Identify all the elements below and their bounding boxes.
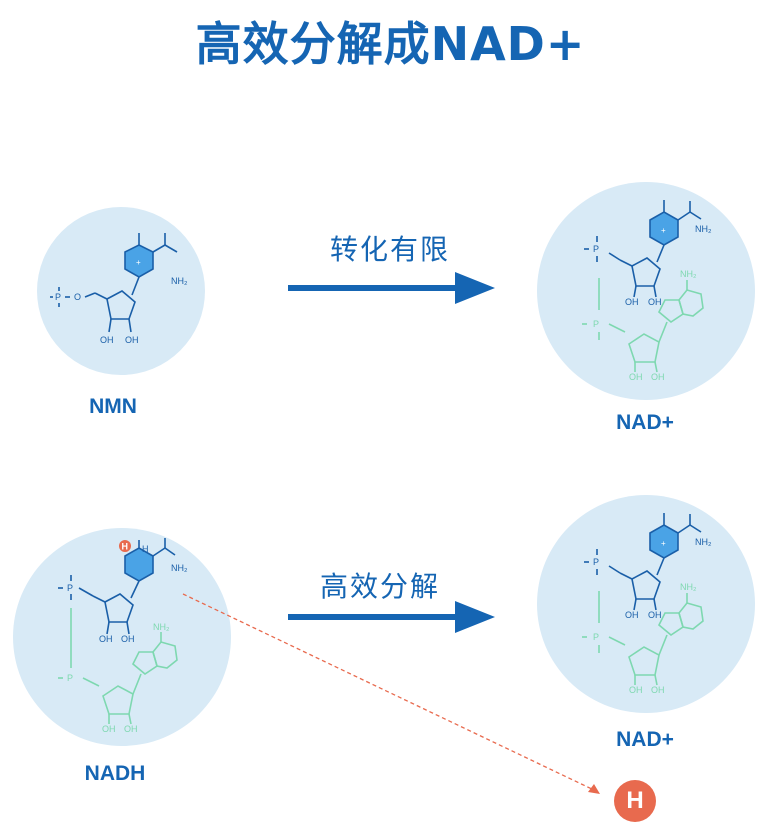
svg-text:P: P xyxy=(67,673,73,683)
svg-text:OH: OH xyxy=(102,724,116,734)
svg-text:OH: OH xyxy=(99,634,113,644)
svg-text:P: P xyxy=(593,557,599,567)
svg-text:P: P xyxy=(593,244,599,254)
svg-text:OH: OH xyxy=(121,634,135,644)
svg-text:P: P xyxy=(593,319,599,329)
top-arrow-label: 转化有限 xyxy=(329,233,450,266)
nmn-plus-label: + xyxy=(136,258,141,267)
svg-text:OH: OH xyxy=(651,685,665,695)
nmn-oh2-label: OH xyxy=(125,335,139,345)
svg-text:OH: OH xyxy=(124,724,138,734)
svg-text:O: O xyxy=(74,292,81,302)
nadh-nh2: NH₂ xyxy=(171,563,188,573)
nadh-name: NADH xyxy=(84,762,146,785)
nmn-structure: + NH₂ OH OH O P xyxy=(50,233,188,345)
hydrogen-circle: H xyxy=(614,780,656,822)
svg-text:P: P xyxy=(67,583,73,593)
nad-bottom-nh2-adenine: NH₂ xyxy=(680,582,697,592)
nad-top-nh2-adenine: NH₂ xyxy=(680,269,697,279)
nmn-nh2-label: NH₂ xyxy=(171,276,188,286)
svg-text:OH: OH xyxy=(648,610,662,620)
svg-text:P: P xyxy=(593,632,599,642)
bottom-arrow xyxy=(288,601,495,633)
nadh-nh2-adenine: NH₂ xyxy=(153,622,170,632)
nadh-h-label: H xyxy=(142,544,149,554)
nad-bottom-plus: + xyxy=(661,539,666,548)
svg-text:OH: OH xyxy=(648,297,662,307)
nad-top-structure: + NH₂ OH OH P NH₂ OH OH P xyxy=(582,200,712,382)
bottom-arrow-label: 高效分解 xyxy=(319,570,440,603)
nmn-name: NMN xyxy=(89,395,137,418)
svg-text:OH: OH xyxy=(625,297,639,307)
svg-text:H: H xyxy=(122,542,129,552)
nad-top-nh2: NH₂ xyxy=(695,224,712,234)
nmn-oh1-label: OH xyxy=(100,335,114,345)
hydrogen-label: H xyxy=(626,787,644,814)
nad-top-name: NAD+ xyxy=(616,411,674,434)
svg-text:OH: OH xyxy=(629,372,643,382)
svg-text:OH: OH xyxy=(651,372,665,382)
nad-bottom-name: NAD+ xyxy=(616,728,674,751)
nadh-structure: H H NH₂ OH OH P NH₂ OH OH P xyxy=(58,538,188,734)
page-title: 高效分解成NAD+ xyxy=(195,17,586,71)
nadh-circle xyxy=(13,528,231,746)
nad-bottom-nh2: NH₂ xyxy=(695,537,712,547)
svg-text:OH: OH xyxy=(625,610,639,620)
svg-text:OH: OH xyxy=(629,685,643,695)
top-arrow xyxy=(288,272,495,304)
nad-top-plus: + xyxy=(661,226,666,235)
nmn-p-label: P xyxy=(55,292,61,302)
nad-top-circle xyxy=(537,182,755,400)
nad-bottom-circle xyxy=(537,495,755,713)
nad-bottom-structure: + NH₂ OH OH P NH₂ OH OH P xyxy=(582,513,712,695)
